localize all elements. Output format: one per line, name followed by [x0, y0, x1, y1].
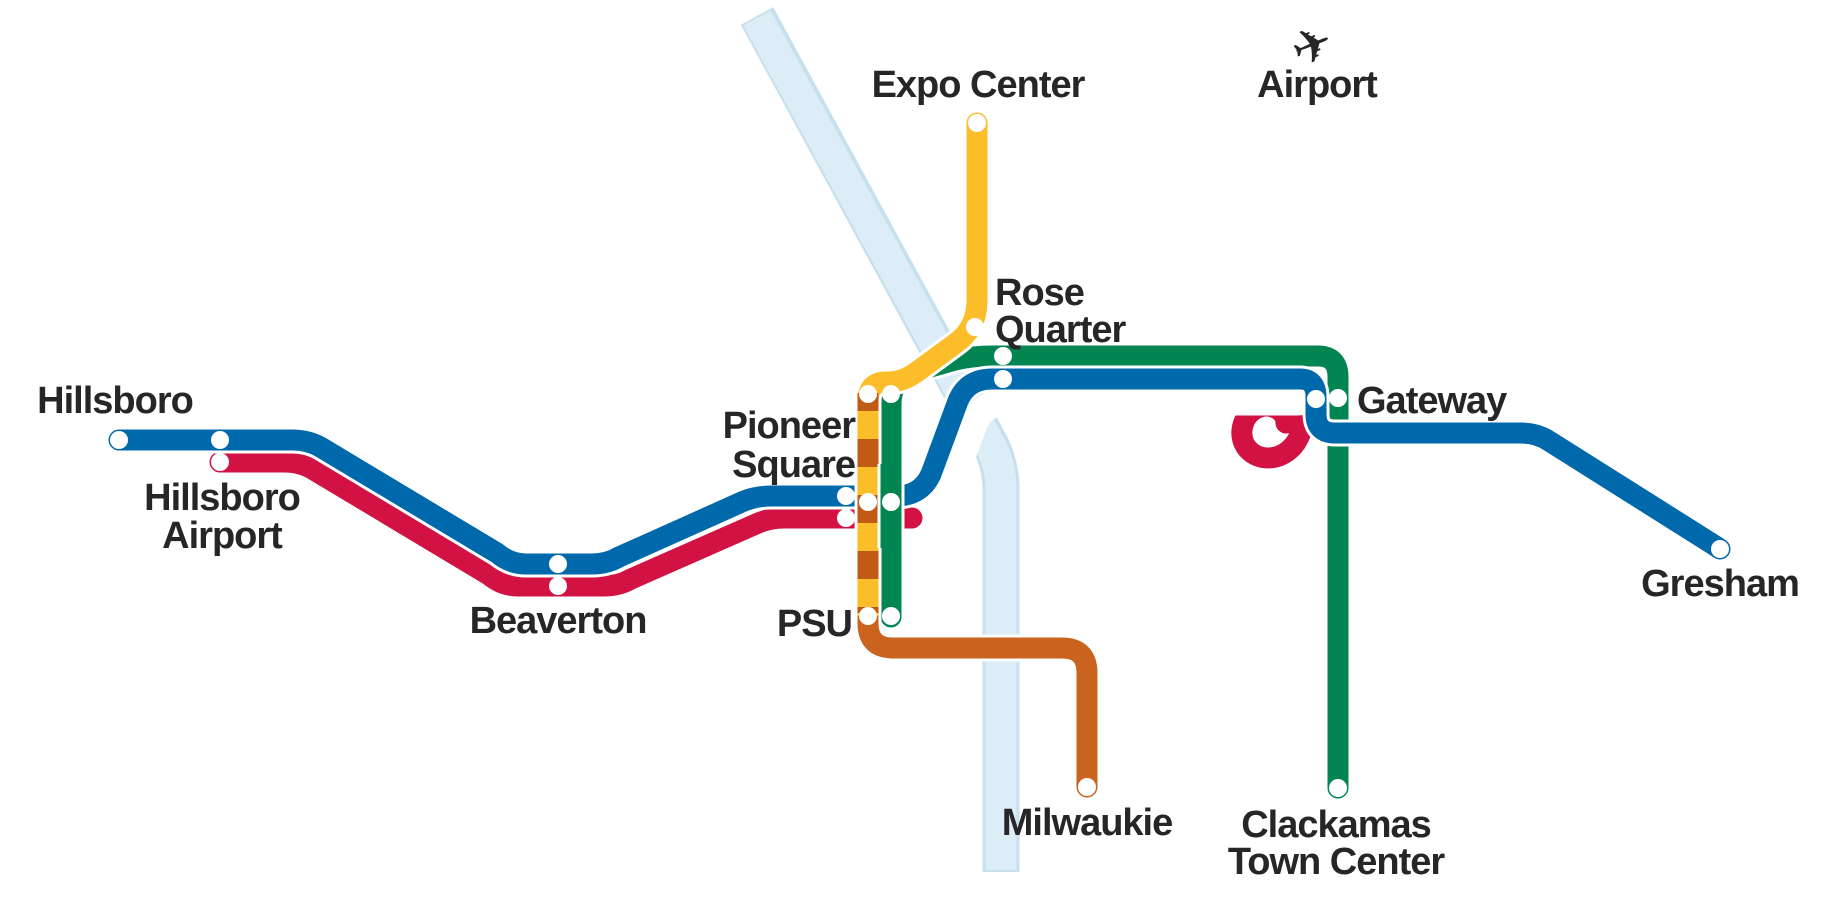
- label-airport: Airport: [1257, 64, 1378, 106]
- label-hillsboro-airport-line2: Airport: [162, 515, 283, 557]
- station-labels: Hillsboro Hillsboro Airport Beaverton Pi…: [37, 15, 1800, 883]
- blue-line: [105, 365, 1734, 578]
- river-fill: [743, 10, 1017, 870]
- station-dot-airport: [1308, 114, 1326, 132]
- station-dot-psu-yellow: [859, 607, 877, 625]
- label-milwaukie: Milwaukie: [1002, 802, 1173, 844]
- label-gresham: Gresham: [1641, 563, 1799, 605]
- river: [740, 7, 1020, 872]
- station-dot-gateway-green: [1329, 389, 1347, 407]
- label-hillsboro-airport-line1: Hillsboro: [144, 477, 300, 519]
- station-dot-mall-north-green: [882, 385, 900, 403]
- station-dot-pioneer-green: [882, 493, 900, 511]
- station-dot-beaverton-red: [549, 577, 567, 595]
- label-expo-center: Expo Center: [872, 64, 1086, 106]
- station-dot-rose-quarter-red: [994, 393, 1012, 411]
- orange-line: [854, 609, 1101, 798]
- blue-line-track: [108, 368, 1731, 575]
- label-clackamas-line1: Clackamas: [1241, 804, 1431, 846]
- label-clackamas-line2: Town Center: [1228, 841, 1446, 883]
- station-dot-hillsboro-airport-red: [211, 453, 229, 471]
- station-dot-rose-quarter-green: [994, 347, 1012, 365]
- station-dot-gateway-red: [1282, 392, 1300, 410]
- label-psu: PSU: [777, 603, 852, 645]
- station-dot-pioneer-mall: [859, 493, 877, 511]
- station-dot-gresham: [1711, 540, 1729, 558]
- orange-line-track: [857, 612, 1098, 778]
- station-dot-rose-quarter-blue: [994, 370, 1012, 388]
- station-dot-hillsboro-airport-blue: [211, 431, 229, 449]
- station-dot-mall-north-orange: [859, 385, 877, 403]
- label-rose-quarter-line1: Rose: [995, 272, 1084, 314]
- station-dot-hillsboro: [110, 431, 128, 449]
- station-dot-milwaukie: [1078, 778, 1096, 796]
- label-pioneer-square-line1: Pioneer: [723, 405, 857, 447]
- station-dot-clackamas: [1329, 779, 1347, 797]
- station-dot-beaverton-blue: [549, 555, 567, 573]
- station-dot-pioneer-blue: [837, 487, 855, 505]
- station-dots: [110, 114, 1729, 797]
- station-dot-rose-quarter-yellow: [966, 318, 984, 336]
- station-dot-expo-center: [968, 114, 986, 132]
- label-hillsboro: Hillsboro: [37, 380, 193, 422]
- station-dot-pioneer-red: [837, 509, 855, 527]
- label-gateway: Gateway: [1357, 380, 1507, 422]
- label-pioneer-square-line2: Square: [732, 444, 855, 486]
- station-dot-gateway-blue: [1307, 390, 1325, 408]
- station-dot-psu-green: [882, 607, 900, 625]
- label-beaverton: Beaverton: [470, 600, 647, 642]
- label-rose-quarter-line2: Quarter: [995, 309, 1126, 351]
